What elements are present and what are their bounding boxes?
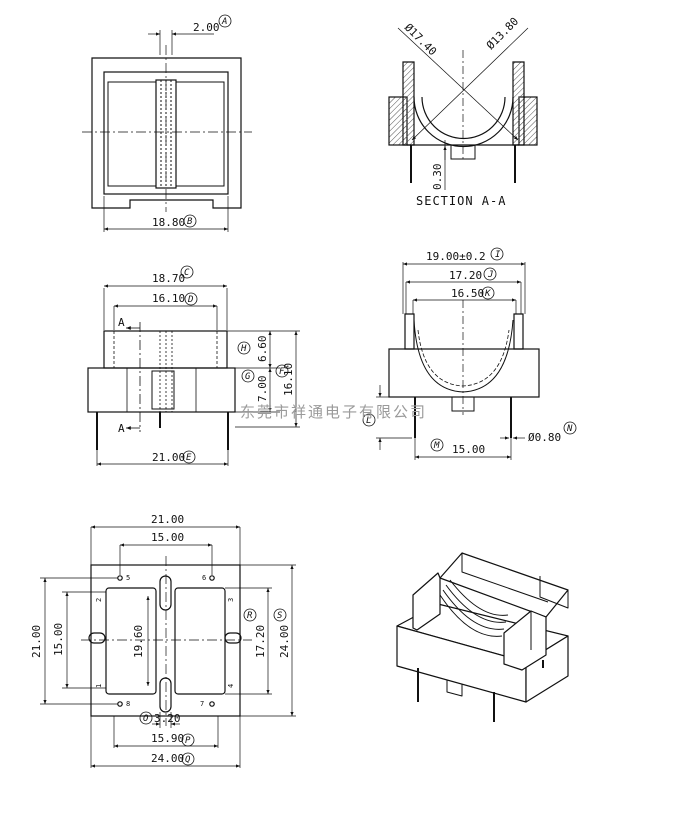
- dim-p-value: 15.90: [151, 732, 184, 745]
- dim-m-value: 15.00: [452, 443, 485, 456]
- section-caption: SECTION A-A: [416, 194, 506, 208]
- pin-number-1: 1: [95, 684, 103, 688]
- dim-n-value: Ø0.80: [528, 431, 561, 444]
- section-left-flange: [402, 61, 415, 146]
- side-view-left-flange: [404, 313, 415, 350]
- side-view-right-flange: [513, 313, 524, 350]
- dim-e-value: 21.00: [152, 451, 185, 464]
- dim-h-value: 6.60: [256, 336, 269, 363]
- top-view-outline: [91, 57, 242, 209]
- pin-number-6: 6: [202, 574, 206, 582]
- watermark-text: 东莞市祥通电子有限公司: [240, 403, 427, 421]
- iso-back-frame: [439, 552, 569, 618]
- bottom-view: [40, 525, 296, 768]
- bottom-view-right-slot: [224, 632, 242, 644]
- dim-r-label: R: [247, 611, 253, 621]
- dim-l-label: L: [366, 416, 371, 426]
- pin-number-5: 5: [126, 574, 130, 582]
- dim-o-label: O: [143, 714, 149, 724]
- dim-f-label: F: [279, 367, 285, 377]
- dim-d-value: 16.10: [152, 292, 185, 305]
- pin-hole-8: [117, 701, 123, 707]
- pin-hole-6: [209, 575, 215, 581]
- dim-center-value: 19.60: [132, 625, 145, 658]
- front-view-center-tab: [151, 370, 175, 410]
- top-view-right-window: [175, 81, 225, 187]
- dim-q-value: 24.00: [151, 752, 184, 765]
- section-inner-arc: [421, 96, 506, 140]
- isometric-view: [396, 552, 569, 722]
- dim-f-value: 16.10: [282, 363, 295, 396]
- bottom-view-bottom-slot: [159, 677, 172, 713]
- cut-line-a-top: A: [118, 316, 125, 329]
- dim-b-value: 18.80: [152, 216, 185, 229]
- bottom-view-top-slot: [159, 575, 172, 611]
- dim-d1-value: Ø17.40: [402, 21, 439, 58]
- dim-m-label: M: [433, 441, 440, 451]
- dim-left-outer-value: 21.00: [30, 625, 43, 658]
- dim-c-value: 18.70: [152, 272, 185, 285]
- dim-g-label: G: [245, 372, 251, 382]
- side-view-base: [388, 348, 540, 398]
- pin-number-3: 3: [227, 598, 235, 602]
- dim-a-label: A: [221, 17, 227, 27]
- pin-number-2: 2: [95, 598, 103, 602]
- section-right-flange: [512, 61, 525, 146]
- dim-i-label: I: [495, 250, 501, 260]
- dim-j-label: J: [487, 270, 493, 280]
- dim-i-value: 19.00±0.2: [426, 250, 486, 263]
- dim-top-outer-value: 21.00: [151, 513, 184, 526]
- dim-n-label: N: [566, 424, 573, 434]
- side-view: [362, 247, 577, 460]
- bottom-view-left-slot: [88, 632, 106, 644]
- section-outer-arc: [413, 96, 514, 148]
- pin-number-8: 8: [126, 700, 130, 708]
- dim-d2-value: Ø13.80: [484, 15, 521, 52]
- iso-left-upright: [412, 572, 441, 631]
- dim-top-inner-value: 15.00: [151, 531, 184, 544]
- front-view-top-body: [103, 330, 228, 369]
- top-view: [82, 14, 252, 232]
- dim-p-label: P: [185, 736, 191, 746]
- dim-s-value: 24.00: [278, 625, 291, 658]
- pin-hole-5: [117, 575, 123, 581]
- dim-j-value: 17.20: [449, 269, 482, 282]
- dim-g-value: 7.00: [256, 376, 269, 403]
- dim-c-label: C: [184, 268, 190, 278]
- pin-number-4: 4: [227, 684, 235, 688]
- dim-q-label: Q: [185, 755, 191, 765]
- front-view-base: [87, 367, 236, 413]
- section-diameter-line-2: [411, 27, 529, 141]
- pin-number-7: 7: [200, 700, 204, 708]
- dim-k-value: 16.50: [451, 287, 484, 300]
- section-view: [388, 27, 538, 190]
- bottom-view-right-pad: [174, 587, 226, 695]
- cut-line-a-bottom: A: [118, 422, 125, 435]
- dim-h-label: H: [240, 344, 247, 354]
- dim-s-label: S: [277, 611, 283, 621]
- pin-hole-7: [209, 701, 215, 707]
- bottom-view-left-pad: [105, 587, 157, 695]
- dim-a-value: 2.00: [193, 21, 220, 34]
- dim-e-label: E: [186, 453, 192, 463]
- dim-k-label: K: [484, 289, 491, 299]
- dim-t-value: 0.30: [431, 164, 444, 191]
- iso-base-side: [525, 635, 569, 703]
- dim-o-value: 3.20: [154, 712, 181, 725]
- dim-b-label: B: [187, 217, 193, 227]
- top-view-left-window: [107, 81, 157, 187]
- front-view: [87, 265, 300, 466]
- iso-curved-strip: [439, 594, 503, 637]
- section-diameter-line-1: [397, 27, 519, 141]
- dim-d-label: D: [187, 295, 193, 305]
- dim-r-value: 17.20: [254, 625, 267, 658]
- dim-left-inner-value: 15.00: [52, 623, 65, 656]
